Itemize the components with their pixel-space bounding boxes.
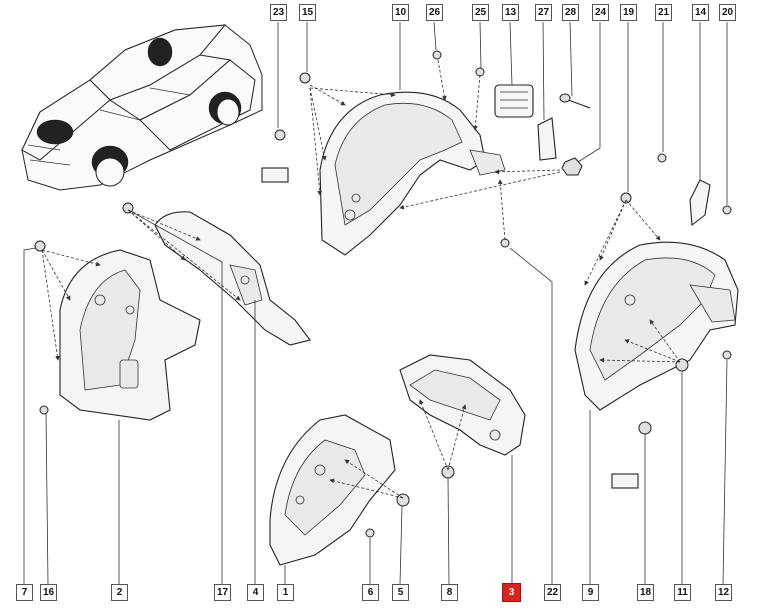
callout-28[interactable]: 28 <box>562 4 579 21</box>
callout-10[interactable]: 10 <box>392 4 409 21</box>
callout-6[interactable]: 6 <box>362 584 379 601</box>
wheel-arch-liner-3 <box>399 354 526 456</box>
wheel-arch-liner-10 <box>319 91 506 256</box>
bolt-28 <box>559 93 591 109</box>
callout-11[interactable]: 11 <box>674 584 691 601</box>
callout-9[interactable]: 9 <box>582 584 599 601</box>
callout-4[interactable]: 4 <box>247 584 264 601</box>
callout-17[interactable]: 17 <box>214 584 231 601</box>
wheel-arch-liner-4 <box>154 211 311 346</box>
callout-5[interactable]: 5 <box>392 584 409 601</box>
flap-27 <box>537 117 557 161</box>
callout-26[interactable]: 26 <box>426 4 443 21</box>
callout-13[interactable]: 13 <box>502 4 519 21</box>
assembly-arrows <box>41 59 681 499</box>
car-overview-illustration <box>21 24 263 191</box>
grille-14 <box>689 179 711 227</box>
callout-16[interactable]: 16 <box>40 584 57 601</box>
callout-24[interactable]: 24 <box>592 4 609 21</box>
callout-15[interactable]: 15 <box>299 4 316 21</box>
callout-19[interactable]: 19 <box>620 4 637 21</box>
leader-lines <box>23 21 728 585</box>
clips <box>34 50 732 538</box>
wheel-arch-liner-1 <box>269 414 396 566</box>
wheel-arch-liner-9 <box>574 241 739 411</box>
callout-3-highlighted[interactable]: 3 <box>502 583 521 602</box>
callout-20[interactable]: 20 <box>719 4 736 21</box>
callout-18[interactable]: 18 <box>637 584 654 601</box>
wheel-arch-liner-2 <box>59 249 201 421</box>
callout-23[interactable]: 23 <box>270 4 287 21</box>
callout-1[interactable]: 1 <box>277 584 294 601</box>
callout-12[interactable]: 12 <box>715 584 732 601</box>
callout-14[interactable]: 14 <box>692 4 709 21</box>
callout-27[interactable]: 27 <box>535 4 552 21</box>
callout-8[interactable]: 8 <box>441 584 458 601</box>
grille-13 <box>494 84 534 118</box>
callout-21[interactable]: 21 <box>655 4 672 21</box>
callout-7[interactable]: 7 <box>16 584 33 601</box>
callout-25[interactable]: 25 <box>472 4 489 21</box>
callout-2[interactable]: 2 <box>111 584 128 601</box>
nut-24 <box>561 157 583 176</box>
callout-22[interactable]: 22 <box>544 584 561 601</box>
